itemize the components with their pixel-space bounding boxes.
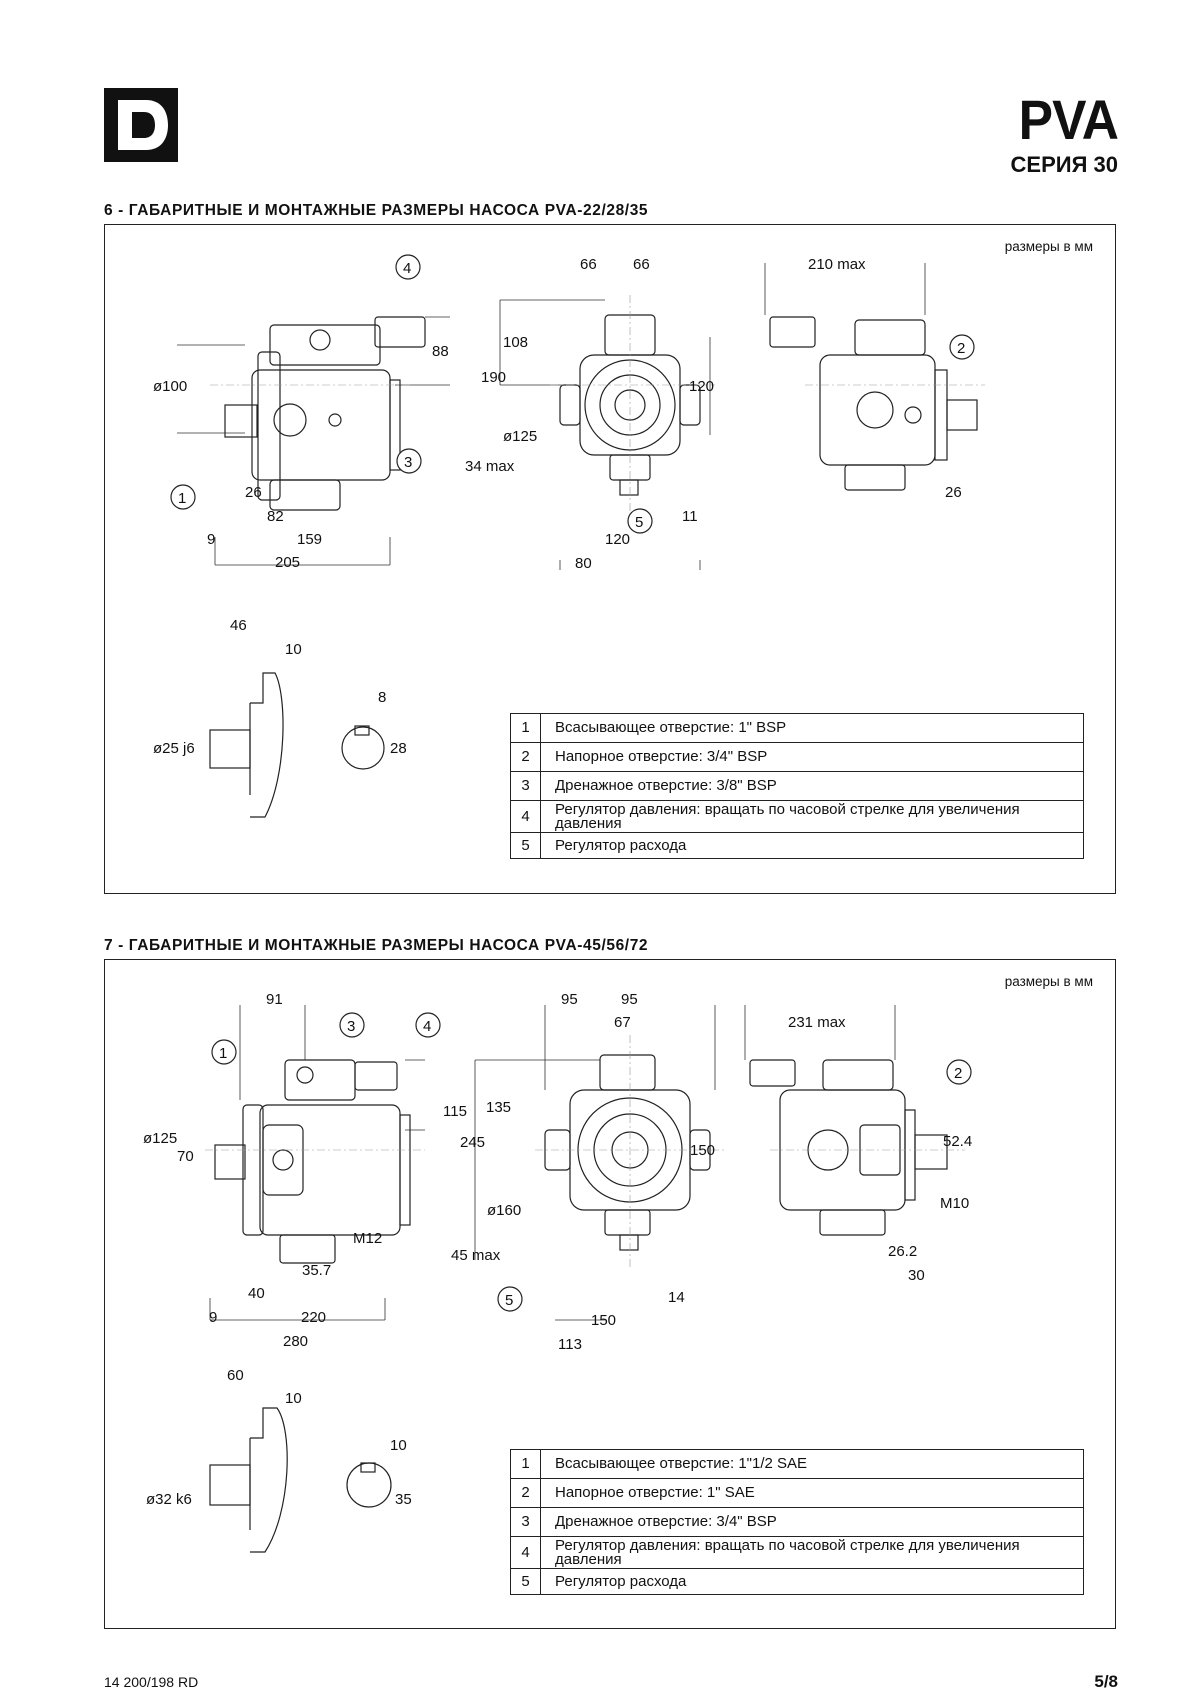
series-name: СЕРИЯ 30 [1010,152,1118,177]
model-name: PVA [1018,88,1119,151]
callout-4: 4 [423,1018,431,1035]
page-number: 5/8 [1094,1672,1118,1691]
dim-shaft: 10 [285,641,302,658]
dim-front: 66 [580,256,597,273]
dim-side: M12 [353,1230,382,1247]
dim-front: 95 [621,991,638,1008]
dim-front: 108 [503,334,528,351]
callout-5: 5 [505,1292,513,1309]
dim-rear: 231 max [788,1014,846,1031]
dim-front: 113 [558,1336,582,1353]
dim-front: 135 [486,1099,511,1116]
units-note: размеры в мм [1004,239,1093,254]
dim-front: 66 [633,256,650,273]
dim-shaft: ø25 j6 [153,740,195,757]
dim-shaft: 8 [378,689,386,706]
section-title: 6 - ГАБАРИТНЫЕ И МОНТАЖНЫЕ РАЗМЕРЫ НАСОС… [104,202,649,219]
dim-side: 26 [245,484,262,501]
company-logo [104,88,178,162]
dim-front: 11 [682,508,698,525]
dim-front: 67 [614,1014,631,1031]
product-header: PVA СЕРИЯ 30 [1010,88,1119,178]
dim-front: ø125 [503,428,537,445]
callout-1: 1 [178,490,186,507]
dim-shaft: 35 [395,1491,412,1508]
dim-front: 120 [689,378,714,395]
dim-side: 70 [177,1148,194,1165]
section-title: 7 - ГАБАРИТНЫЕ И МОНТАЖНЫЕ РАЗМЕРЫ НАСОС… [104,937,649,954]
callout-3: 3 [404,454,412,471]
dim-front: 14 [668,1289,685,1306]
dim-side: 205 [275,554,300,571]
dim-front: 34 max [465,458,515,475]
dim-front: 45 max [451,1247,501,1264]
dim-side: 40 [248,1285,265,1302]
callout-3: 3 [347,1018,355,1035]
dim-shaft: 46 [230,617,247,634]
dim-shaft: ø32 k6 [146,1491,192,1508]
dim-front: ø160 [487,1202,521,1219]
drawing-panel: размеры в мм [104,959,1116,1629]
dim-shaft: 28 [390,740,407,757]
technical-drawing: 91 115 ø125 70 M12 35.7 40 9 220 280 95 … [143,991,972,1553]
dim-rear: 52.4 [943,1133,972,1150]
dim-side: 9 [209,1309,217,1326]
dim-side: 88 [432,343,449,360]
dim-side: ø100 [153,378,187,395]
dim-rear: 26 [945,484,962,501]
units-note: размеры в мм [1004,974,1093,989]
dim-side: 9 [207,531,215,548]
document-code: 14 200/198 RD [104,1674,199,1690]
dim-shaft: 10 [390,1437,407,1454]
dim-side: 91 [266,991,283,1008]
dim-side: 35.7 [302,1262,331,1279]
dim-side: 115 [443,1103,467,1120]
dim-front: 95 [561,991,578,1008]
dim-front: 150 [690,1142,715,1159]
technical-drawing: ø100 88 26 82 9 159 205 66 66 108 190 12… [153,254,985,818]
dim-side: 220 [301,1309,326,1326]
callout-2: 2 [957,340,965,357]
callout-1: 1 [219,1045,227,1062]
dim-front: 150 [591,1312,616,1329]
dim-side: ø125 [143,1130,177,1147]
drawing-panel: размеры в мм [104,224,1116,894]
dim-rear: 210 max [808,256,866,273]
dim-shaft: 60 [227,1367,244,1384]
callout-5: 5 [635,514,643,531]
dim-front: 245 [460,1134,485,1151]
dim-shaft: 10 [285,1390,302,1407]
dim-front: 80 [575,555,592,572]
callout-4: 4 [403,260,411,277]
dim-rear: M10 [940,1195,969,1212]
dim-front: 120 [605,531,630,548]
dim-rear: 26.2 [888,1243,917,1260]
dim-side: 280 [283,1333,308,1350]
dim-front: 190 [481,369,506,386]
dim-side: 82 [267,508,284,525]
dim-rear: 30 [908,1267,925,1284]
dim-side: 159 [297,531,322,548]
callout-2: 2 [954,1065,962,1082]
